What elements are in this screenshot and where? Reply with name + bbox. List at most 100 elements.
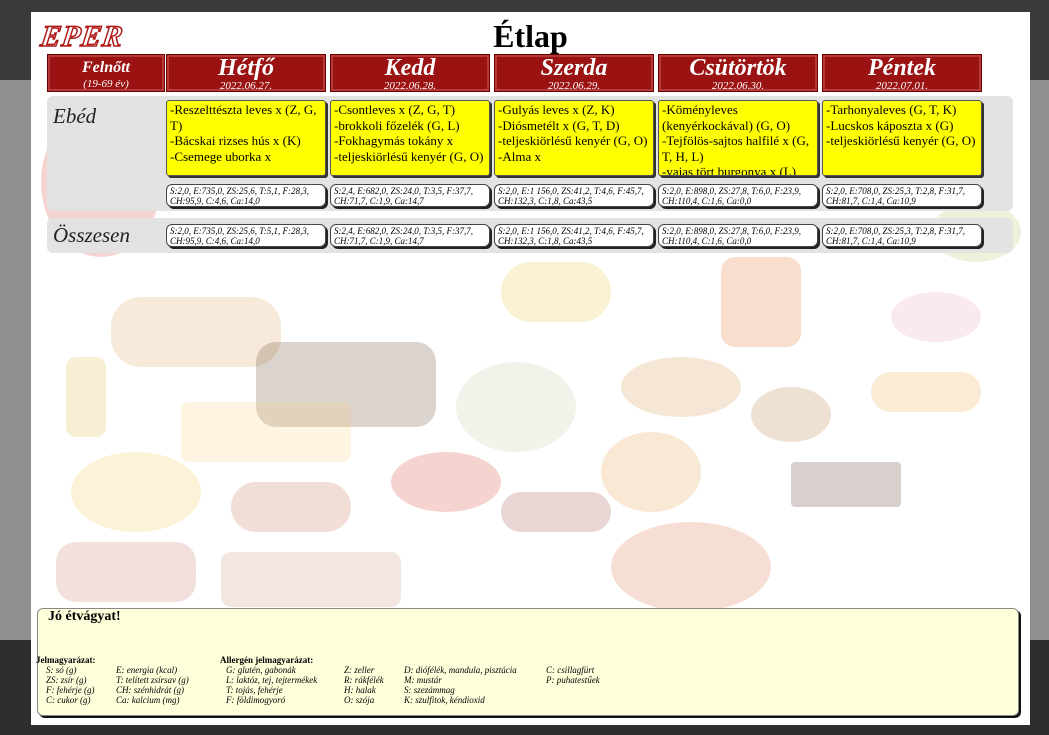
lunch-nutrition-thursday: S:2,0, E:898,0, ZS:27,8, T:6,0, F:23,9, …: [658, 184, 818, 207]
total-nutrition-tuesday: S:2,4, E:682,0, ZS:24,0, T:3,5, F:37,7, …: [330, 224, 490, 247]
day-name: Szerda: [540, 55, 608, 81]
meal-item: -Alma x: [498, 148, 541, 164]
day-date: 2022.06.28.: [383, 80, 437, 92]
decor-meat-slices: [221, 552, 401, 607]
allergen-col-1: G: glutén, gabonák L: laktóz, tej, tejte…: [226, 665, 317, 705]
meal-tuesday: -Csontleves x (Z, G, T) -brokkoli főzelé…: [330, 100, 490, 176]
meal-item: -brokkoli főzelék (G, L): [334, 117, 460, 133]
allergen-item: F: földimogyoró: [226, 695, 286, 705]
lunch-nutrition-wednesday: S:2,0, E:1 156,0, ZS:41,2, T:4,6, F:45,7…: [494, 184, 654, 207]
allergen-item: L: laktóz, tej, tejtermékek: [226, 675, 318, 685]
legend-item: C: cukor (g): [46, 695, 91, 705]
meal-monday: -Reszelttészta leves x (Z, G, T) -Bácska…: [166, 100, 326, 176]
allergen-item: H: halak: [344, 685, 376, 695]
day-name: Hétfő: [218, 55, 274, 81]
legend-item: S: só (g): [46, 665, 77, 675]
group-age: (19-69 év): [83, 78, 129, 90]
lunch-row-label: Ebéd: [53, 104, 97, 128]
allergen-item: T: tojás, fehérje: [226, 685, 283, 695]
day-name: Kedd: [384, 55, 436, 81]
menu-modal: EPER Étlap Felnőtt (19-69 év) Hétfő 2022…: [31, 12, 1030, 725]
legend-item: Ca: kalcium (mg): [116, 695, 180, 705]
legend-col-1: S: só (g) ZS: zsír (g) F: fehérje (g) C:…: [46, 665, 94, 705]
meal-item: -Gulyás leves x (Z, K): [498, 102, 615, 117]
legend-col-2: E: energia (kcal) T: telített zsírsav (g…: [116, 665, 189, 705]
allergen-item: M: mustár: [404, 675, 442, 685]
lunch-nutrition-monday: S:2,0, E:735,0, ZS:25,6, T:5,1, F:28,3, …: [166, 184, 326, 207]
legend-title: Jelmagyarázat:: [36, 655, 96, 665]
total-nutrition-thursday: S:2,0, E:898,0, ZS:27,8, T:6,0, F:23,9, …: [658, 224, 818, 247]
meal-item: -Fokhagymás tokány x: [334, 133, 454, 148]
decor-cauliflower: [456, 362, 576, 452]
meal-wednesday: -Gulyás leves x (Z, K) -Diósmetélt x (G,…: [494, 100, 654, 176]
decor-squash: [601, 432, 701, 512]
day-header-tuesday: Kedd 2022.06.28.: [330, 54, 490, 92]
day-date: 2022.06.29.: [547, 80, 601, 92]
footer-panel: Jó étvágyat! Jelmagyarázat: S: só (g) ZS…: [36, 608, 1019, 716]
allergen-item: Z: zeller: [344, 665, 375, 675]
allergen-item: G: glutén, gabonák: [226, 665, 296, 675]
decor-spaghetti: [181, 402, 351, 462]
meal-item: -Tejfölös-sajtos halfilé x (G, T, H, L): [662, 133, 810, 164]
group-label: Felnőtt: [81, 59, 130, 76]
decor-tomatoes: [391, 452, 501, 512]
meal-item: -Diósmetélt x (G, T, D): [498, 117, 620, 133]
meal-item: -vajas tört burgonya x (L): [662, 164, 797, 176]
decor-rye-bread: [256, 342, 436, 427]
meal-item: -Köményleves (kenyérkockával) (G, O): [662, 102, 791, 133]
total-row-label: Összesen: [53, 223, 130, 247]
meal-friday: -Tarhonyaleves (G, T, K) -Lucskos káposz…: [822, 100, 982, 176]
allergen-col-3: D: diófélék, mandula, pisztácia M: mustá…: [404, 665, 517, 705]
decor-icecream: [891, 292, 981, 342]
allergen-item: D: diófélék, mandula, pisztácia: [404, 665, 517, 675]
decor-cookies: [751, 387, 831, 442]
meal-item: -teljeskiörlésű kenyér (G, O): [498, 133, 648, 148]
meal-item: -teljeskiörlésű kenyér (G, O): [826, 133, 976, 148]
allergen-col-2: Z: zeller R: rákfélék H: halak O: szója: [344, 665, 384, 705]
decor-ham: [56, 542, 196, 602]
greeting: Jó étvágyat!: [48, 609, 121, 624]
page-title: Étlap: [493, 18, 568, 54]
day-name: Péntek: [868, 55, 936, 81]
meal-thursday: -Köményleves (kenyérkockával) (G, O) -Te…: [658, 100, 818, 176]
day-date: 2022.06.30.: [711, 80, 765, 92]
legend-item: F: fehérje (g): [46, 685, 95, 695]
decor-oil: [66, 357, 106, 437]
allergen-item: S: szezámmag: [404, 685, 455, 695]
meal-item: -Reszelttészta leves x (Z, G, T): [170, 102, 317, 133]
meal-item: -Lucskos káposzta x (G): [826, 117, 954, 133]
allergen-item: C: csillagfürt: [546, 665, 595, 675]
total-nutrition-friday: S:2,0, E:708,0, ZS:25,3, T:2,8, F:31,7, …: [822, 224, 982, 247]
decor-salami: [501, 492, 611, 532]
meal-item: -Bácskai rizses hús x (K): [170, 133, 301, 148]
day-name: Csütörtök: [689, 55, 787, 81]
decor-corn: [501, 262, 611, 322]
allergen-item: K: szulfitok, kéndioxid: [404, 695, 485, 705]
total-nutrition-wednesday: S:2,0, E:1 156,0, ZS:41,2, T:4,6, F:45,7…: [494, 224, 654, 247]
decor-pasta: [71, 452, 201, 532]
legend-item: E: energia (kcal): [116, 665, 178, 675]
decor-buns: [621, 357, 741, 417]
meal-item: -teljeskiörlésű kenyér (G, O): [334, 148, 484, 164]
decor-popsicle: [871, 372, 981, 412]
allergen-col-4: C: csillagfürt P: puhatestűek: [546, 665, 600, 685]
decor-bread: [111, 297, 281, 367]
decor-chocolate: [791, 462, 901, 507]
group-header: Felnőtt (19-69 év): [47, 54, 165, 92]
legend-item: CH: szénhidrát (g): [116, 685, 184, 695]
meal-item: -Csemege uborka x: [170, 148, 272, 164]
decor-jar: [721, 257, 801, 347]
day-header-monday: Hétfő 2022.06.27.: [166, 54, 326, 92]
day-date: 2022.07.01.: [875, 80, 929, 92]
allergen-item: R: rákfélék: [344, 675, 384, 685]
allergen-item: O: szója: [344, 695, 375, 705]
day-header-friday: Péntek 2022.07.01.: [822, 54, 982, 92]
legend-item: T: telített zsírsav (g): [116, 675, 189, 685]
allergen-item: P: puhatestűek: [546, 675, 600, 685]
lunch-nutrition-friday: S:2,0, E:708,0, ZS:25,3, T:2,8, F:31,7, …: [822, 184, 982, 207]
decor-sausages: [231, 482, 351, 532]
decor-pizza: [611, 522, 771, 612]
day-header-thursday: Csütörtök 2022.06.30.: [658, 54, 818, 92]
lunch-nutrition-tuesday: S:2,4, E:682,0, ZS:24,0, T:3,5, F:37,7, …: [330, 184, 490, 207]
total-nutrition-monday: S:2,0, E:735,0, ZS:25,6, T:5,1, F:28,3, …: [166, 224, 326, 247]
